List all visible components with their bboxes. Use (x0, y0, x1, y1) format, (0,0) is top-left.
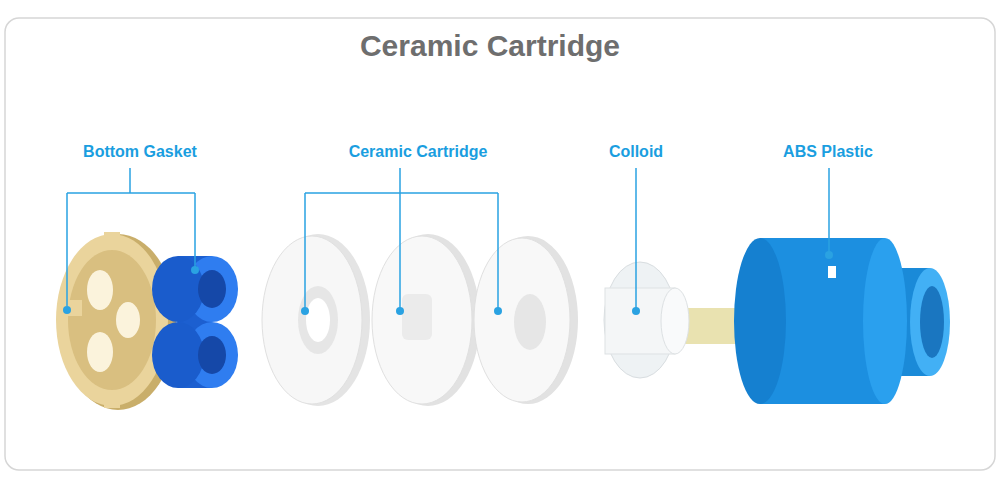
panel (5, 18, 995, 470)
part-label: Bottom Gasket (83, 143, 197, 161)
abs-housing (734, 238, 950, 404)
rubber-seals (152, 256, 238, 388)
ceramic-discs (262, 234, 578, 406)
part-label: Colloid (609, 143, 663, 161)
diagram-title: Ceramic Cartridge (360, 29, 620, 63)
part-label: ABS Plastic (783, 143, 873, 161)
leader-lines (67, 168, 829, 308)
leader-dots (63, 251, 833, 315)
part-label: Ceramic Cartridge (349, 143, 488, 161)
bottom-gasket (56, 232, 176, 410)
